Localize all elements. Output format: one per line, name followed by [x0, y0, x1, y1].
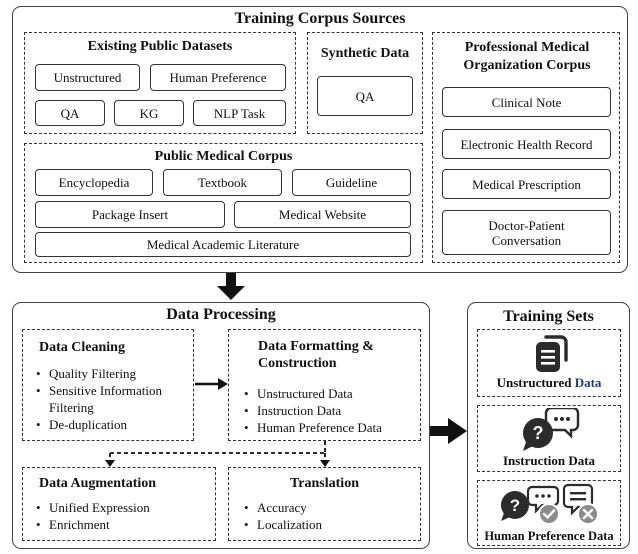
public-datasets-title: Existing Public Datasets — [87, 39, 233, 54]
data-formatting-box: Data Formatting & Construction Unstructu… — [228, 329, 421, 441]
list-item: Unified Expression — [36, 499, 213, 516]
dataset-nlp-task: NLP Task — [193, 100, 286, 126]
training-set-instruction-label: Instruction Data — [502, 453, 596, 468]
textbook: Textbook — [163, 169, 282, 196]
label-highlight: Data — [574, 375, 602, 390]
list-item: Human Preference Data — [244, 419, 421, 436]
training-sets-title: Training Sets — [503, 308, 594, 325]
translation-title: Translation — [290, 476, 359, 491]
data-augmentation-list: Unified Expression Enrichment — [33, 499, 213, 533]
list-item: Enrichment — [36, 516, 213, 533]
list-item: Accuracy — [244, 499, 416, 516]
professional-corpus-title: Professional Medical Organization Corpus — [463, 40, 591, 73]
public-datasets-box: Existing Public Datasets — [24, 32, 296, 134]
medical-prescription: Medical Prescription — [442, 169, 611, 199]
electronic-health-record: Electronic Health Record — [442, 129, 611, 159]
clinical-note: Clinical Note — [442, 87, 611, 117]
data-formatting-title: Data Formatting & Construction — [258, 339, 374, 371]
encyclopedia: Encyclopedia — [35, 169, 153, 196]
question-chat-icon: ? — [523, 408, 580, 451]
dataset-qa: QA — [35, 100, 105, 126]
guideline: Guideline — [292, 169, 411, 196]
training-set-instruction: ? Instruction Data — [477, 405, 621, 472]
right-arrow-icon — [430, 418, 467, 444]
public-medical-title: Public Medical Corpus — [154, 149, 293, 164]
public-medical-box: Public Medical Corpus — [24, 143, 423, 263]
professional-corpus-box: Professional Medical Organization Corpus — [432, 32, 620, 263]
dataset-human-preference: Human Preference — [150, 64, 286, 91]
list-item: Sensitive Information Filtering — [36, 382, 195, 416]
data-augmentation-box: Data Augmentation Unified Expression Enr… — [22, 467, 216, 541]
translation-box: Translation Accuracy Localization — [228, 467, 421, 541]
package-insert: Package Insert — [35, 201, 225, 228]
doctor-patient-conversation: Doctor-Patient Conversation — [442, 210, 611, 255]
list-item: Instruction Data — [244, 402, 421, 419]
training-corpus-title: Training Corpus Sources — [234, 10, 406, 27]
training-set-human-preference: ? Human Preference Data — [477, 480, 621, 546]
synthetic-data-box: Synthetic Data — [307, 32, 423, 134]
data-cleaning-title: Data Cleaning — [39, 340, 125, 355]
svg-text:?: ? — [510, 496, 520, 515]
list-item: Unstructured Data — [244, 385, 421, 402]
synthetic-qa: QA — [317, 76, 413, 116]
dataset-unstructured: Unstructured — [35, 64, 140, 91]
training-set-unstructured-label: Unstructured Data — [478, 375, 620, 391]
data-processing-title: Data Processing — [166, 306, 276, 323]
training-set-human-preference-label: Human Preference Data — [484, 529, 614, 543]
training-set-unstructured: Unstructured Data — [477, 329, 621, 397]
data-augmentation-title: Data Augmentation — [39, 476, 157, 491]
svg-text:?: ? — [533, 423, 544, 443]
synthetic-data-title: Synthetic Data — [320, 46, 410, 61]
dataset-kg: KG — [114, 100, 184, 126]
label-text: Unstructured — [496, 375, 572, 390]
medical-website: Medical Website — [234, 201, 411, 228]
data-cleaning-list: Quality Filtering Sensitive Information … — [33, 365, 195, 433]
list-item: De-duplication — [36, 416, 195, 433]
data-cleaning-box: Data Cleaning Quality Filtering Sensitiv… — [22, 329, 194, 441]
translation-list: Accuracy Localization — [241, 499, 416, 533]
medical-academic-literature: Medical Academic Literature — [35, 232, 411, 257]
list-item: Quality Filtering — [36, 365, 195, 382]
list-item: Localization — [244, 516, 416, 533]
preference-chat-icon: ? — [501, 483, 599, 525]
stacked-documents-icon — [536, 335, 568, 372]
data-formatting-list: Unstructured Data Instruction Data Human… — [241, 385, 421, 436]
down-arrow-icon — [217, 273, 245, 300]
